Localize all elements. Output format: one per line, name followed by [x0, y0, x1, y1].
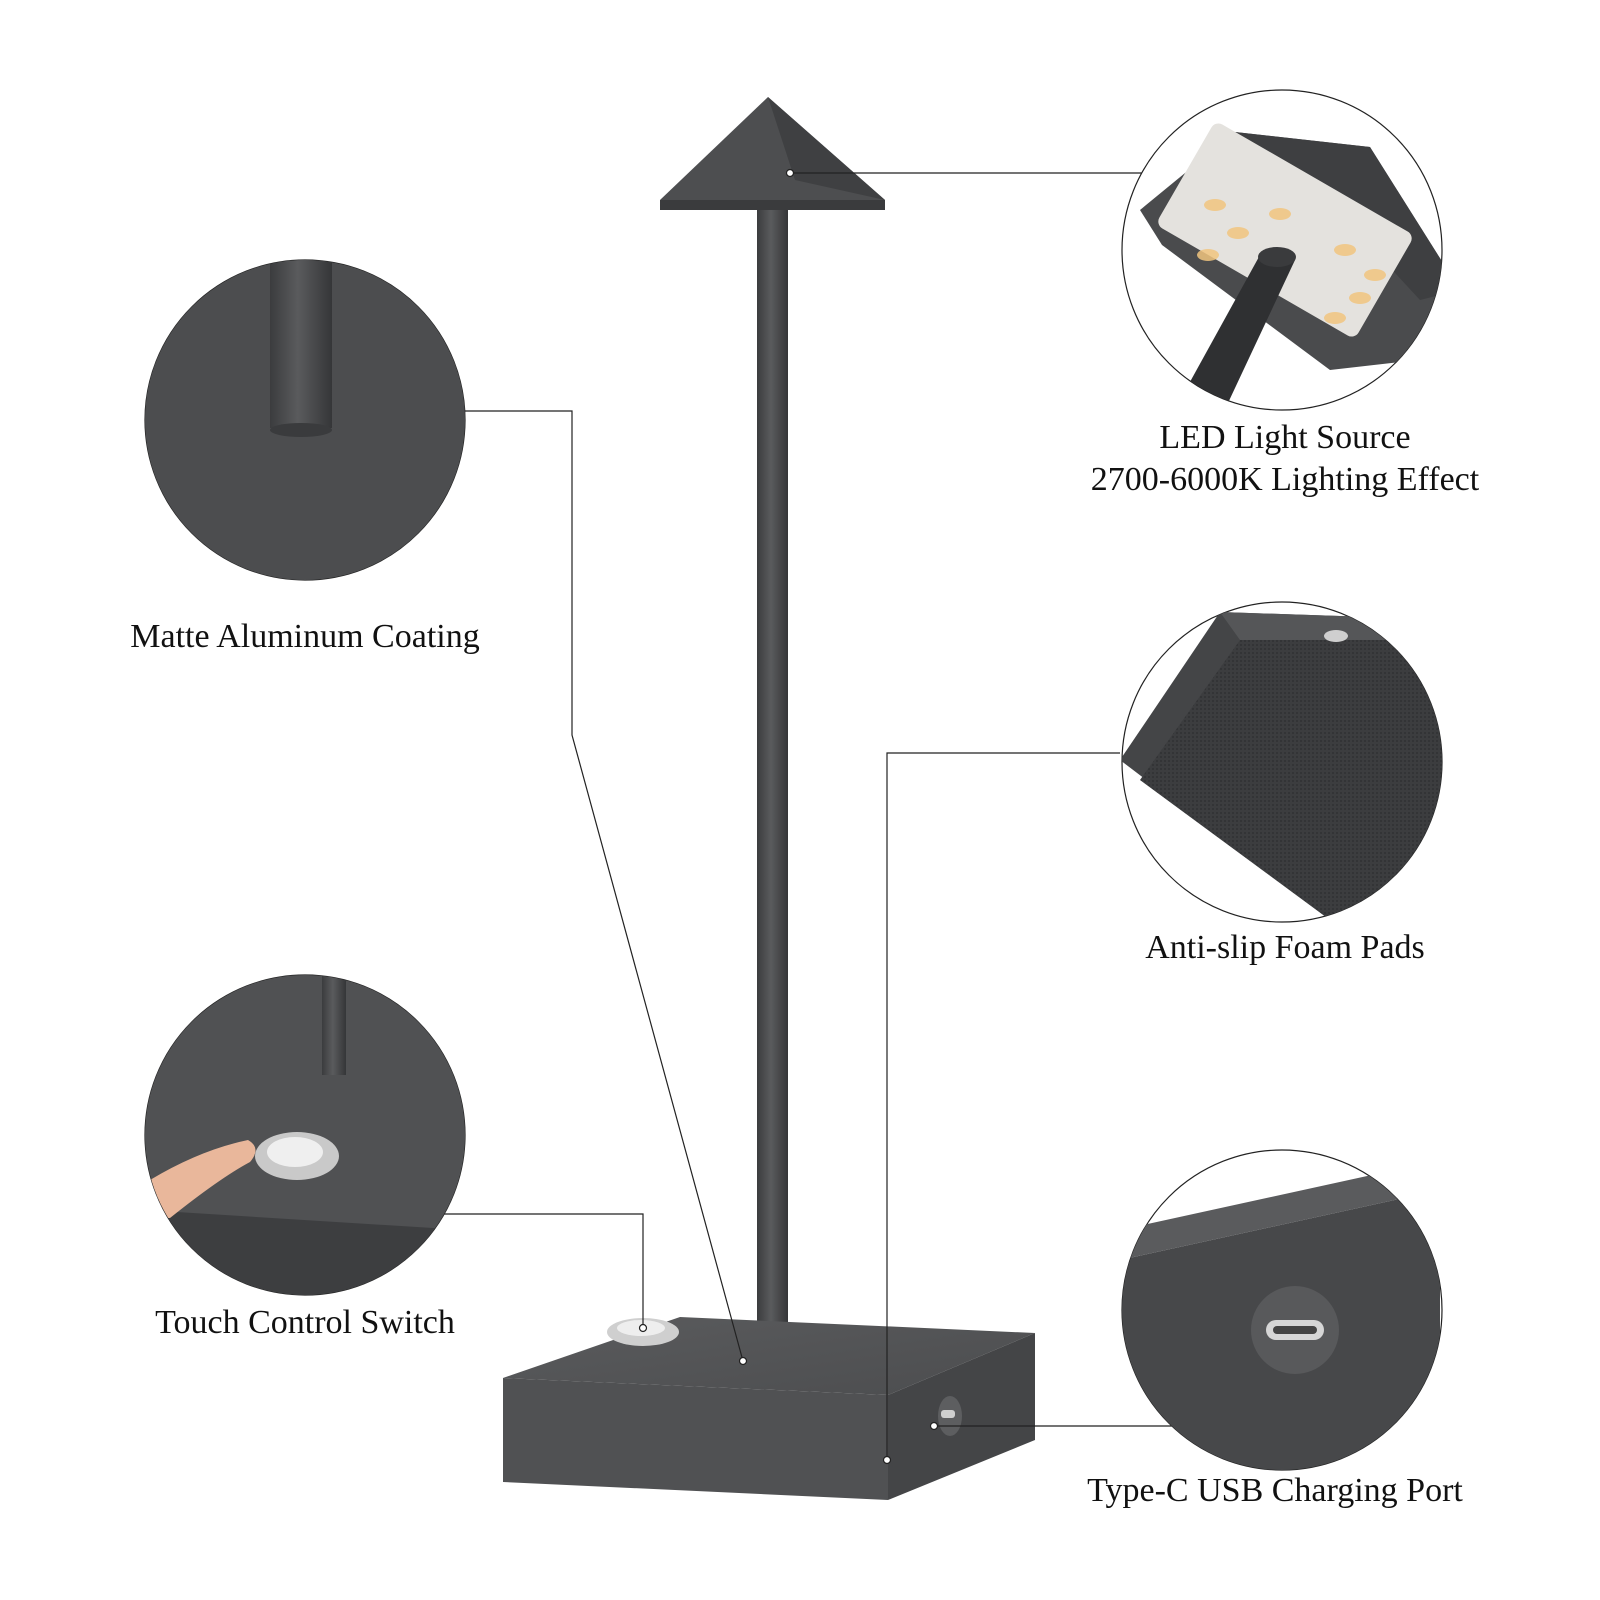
feature-pads-title: Anti-slip Foam Pads	[1145, 929, 1425, 966]
feature-led-title: LED Light Source	[1159, 419, 1411, 456]
finger-icon	[150, 1140, 256, 1218]
detail-usb-port	[1121, 1149, 1443, 1471]
detail-matte-aluminum	[144, 259, 466, 581]
feature-usb-title: Type-C USB Charging Port	[1087, 1472, 1463, 1509]
detail-led-light-source	[1121, 89, 1443, 411]
feature-touch-title: Touch Control Switch	[155, 1304, 455, 1341]
lamp-pole	[757, 210, 788, 1358]
detail-touch-control	[144, 974, 466, 1296]
lamp-main	[503, 97, 1035, 1500]
feature-led: LED Light Source 2700-6000K Lighting Eff…	[1040, 417, 1530, 501]
callout-lines	[444, 172, 1178, 1460]
feature-coating-title: Matte Aluminum Coating	[130, 618, 480, 655]
callout-dots	[638, 168, 939, 1465]
feature-led-subtitle: 2700-6000K Lighting Effect	[1090, 461, 1480, 498]
detail-anti-slip-pads	[1121, 601, 1443, 923]
